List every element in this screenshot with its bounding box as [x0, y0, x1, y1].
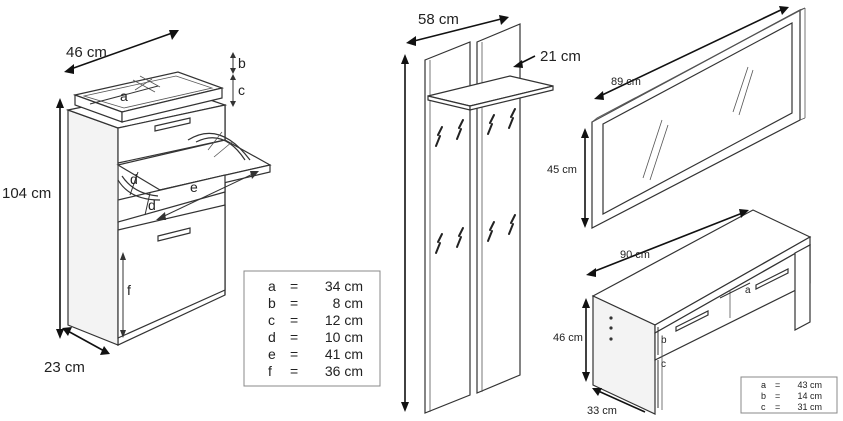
coat-hook-icon	[435, 108, 516, 147]
cabinet-legend-box	[243, 270, 381, 387]
bench-legend: a = 43 cm b = 14 cm c = 31 cm	[761, 380, 822, 412]
legend-row: =	[290, 346, 298, 362]
cabinet-letter-d2: d	[148, 197, 156, 213]
coat-rack-width-label: 58 cm	[418, 11, 459, 28]
legend-row: =	[775, 391, 780, 401]
legend-row: d	[268, 329, 276, 345]
coat-rack-shelf-depth-label: 21 cm	[540, 48, 581, 65]
legend-row: 43 cm	[797, 380, 822, 390]
mirror-drawing	[581, 6, 806, 229]
cabinet-letter-b: b	[238, 55, 246, 71]
bench-drawing	[582, 209, 812, 415]
bench-depth-label: 33 cm	[587, 405, 617, 417]
legend-row: =	[775, 380, 780, 390]
cabinet-letter-f: f	[127, 282, 131, 298]
legend-row: 34 cm	[325, 278, 363, 294]
bench-letter-a: a	[745, 285, 751, 296]
shoe-cabinet-drawing	[56, 30, 272, 355]
bench-legend-box	[740, 376, 838, 414]
legend-row: 41 cm	[325, 346, 363, 362]
legend-row: 12 cm	[325, 312, 363, 328]
legend-row: 10 cm	[325, 329, 363, 345]
legend-row: b	[268, 295, 276, 311]
legend-row: a	[268, 278, 276, 294]
cabinet-letter-a: a	[120, 88, 128, 104]
legend-row: b	[761, 391, 766, 401]
cabinet-height-label: 104 cm	[2, 185, 51, 202]
legend-row: e	[268, 346, 276, 362]
bench-width-label: 90 cm	[620, 249, 650, 261]
bench-height-label: 46 cm	[553, 332, 583, 344]
cabinet-letter-c: c	[238, 82, 245, 98]
cabinet-depth-label: 23 cm	[44, 359, 85, 376]
cabinet-letter-d1: d	[130, 171, 138, 187]
bench-letter-b: b	[661, 335, 667, 346]
coat-rack-drawing	[401, 15, 554, 414]
legend-row: c	[268, 312, 275, 328]
legend-row: 14 cm	[797, 391, 822, 401]
legend-row: =	[290, 329, 298, 345]
cabinet-letter-e: e	[190, 179, 198, 195]
mirror-width-label: 89 cm	[611, 76, 641, 88]
legend-row: =	[290, 295, 298, 311]
cabinet-legend: a = 34 cm b = 8 cm c = 12 cm d = 10 cm e…	[268, 278, 363, 379]
legend-row: 36 cm	[325, 363, 363, 379]
legend-row: =	[775, 402, 780, 412]
cabinet-width-label: 46 cm	[66, 44, 107, 61]
legend-row: c	[761, 402, 766, 412]
mirror-height-label: 45 cm	[547, 164, 577, 176]
legend-row: =	[290, 363, 298, 379]
bench-letter-c: c	[661, 359, 666, 370]
legend-row: 31 cm	[797, 402, 822, 412]
legend-row: 8 cm	[333, 295, 363, 311]
legend-row: =	[290, 278, 298, 294]
legend-row: a	[761, 380, 766, 390]
legend-row: =	[290, 312, 298, 328]
legend-row: f	[268, 363, 272, 379]
coat-hook-icon	[435, 214, 516, 254]
